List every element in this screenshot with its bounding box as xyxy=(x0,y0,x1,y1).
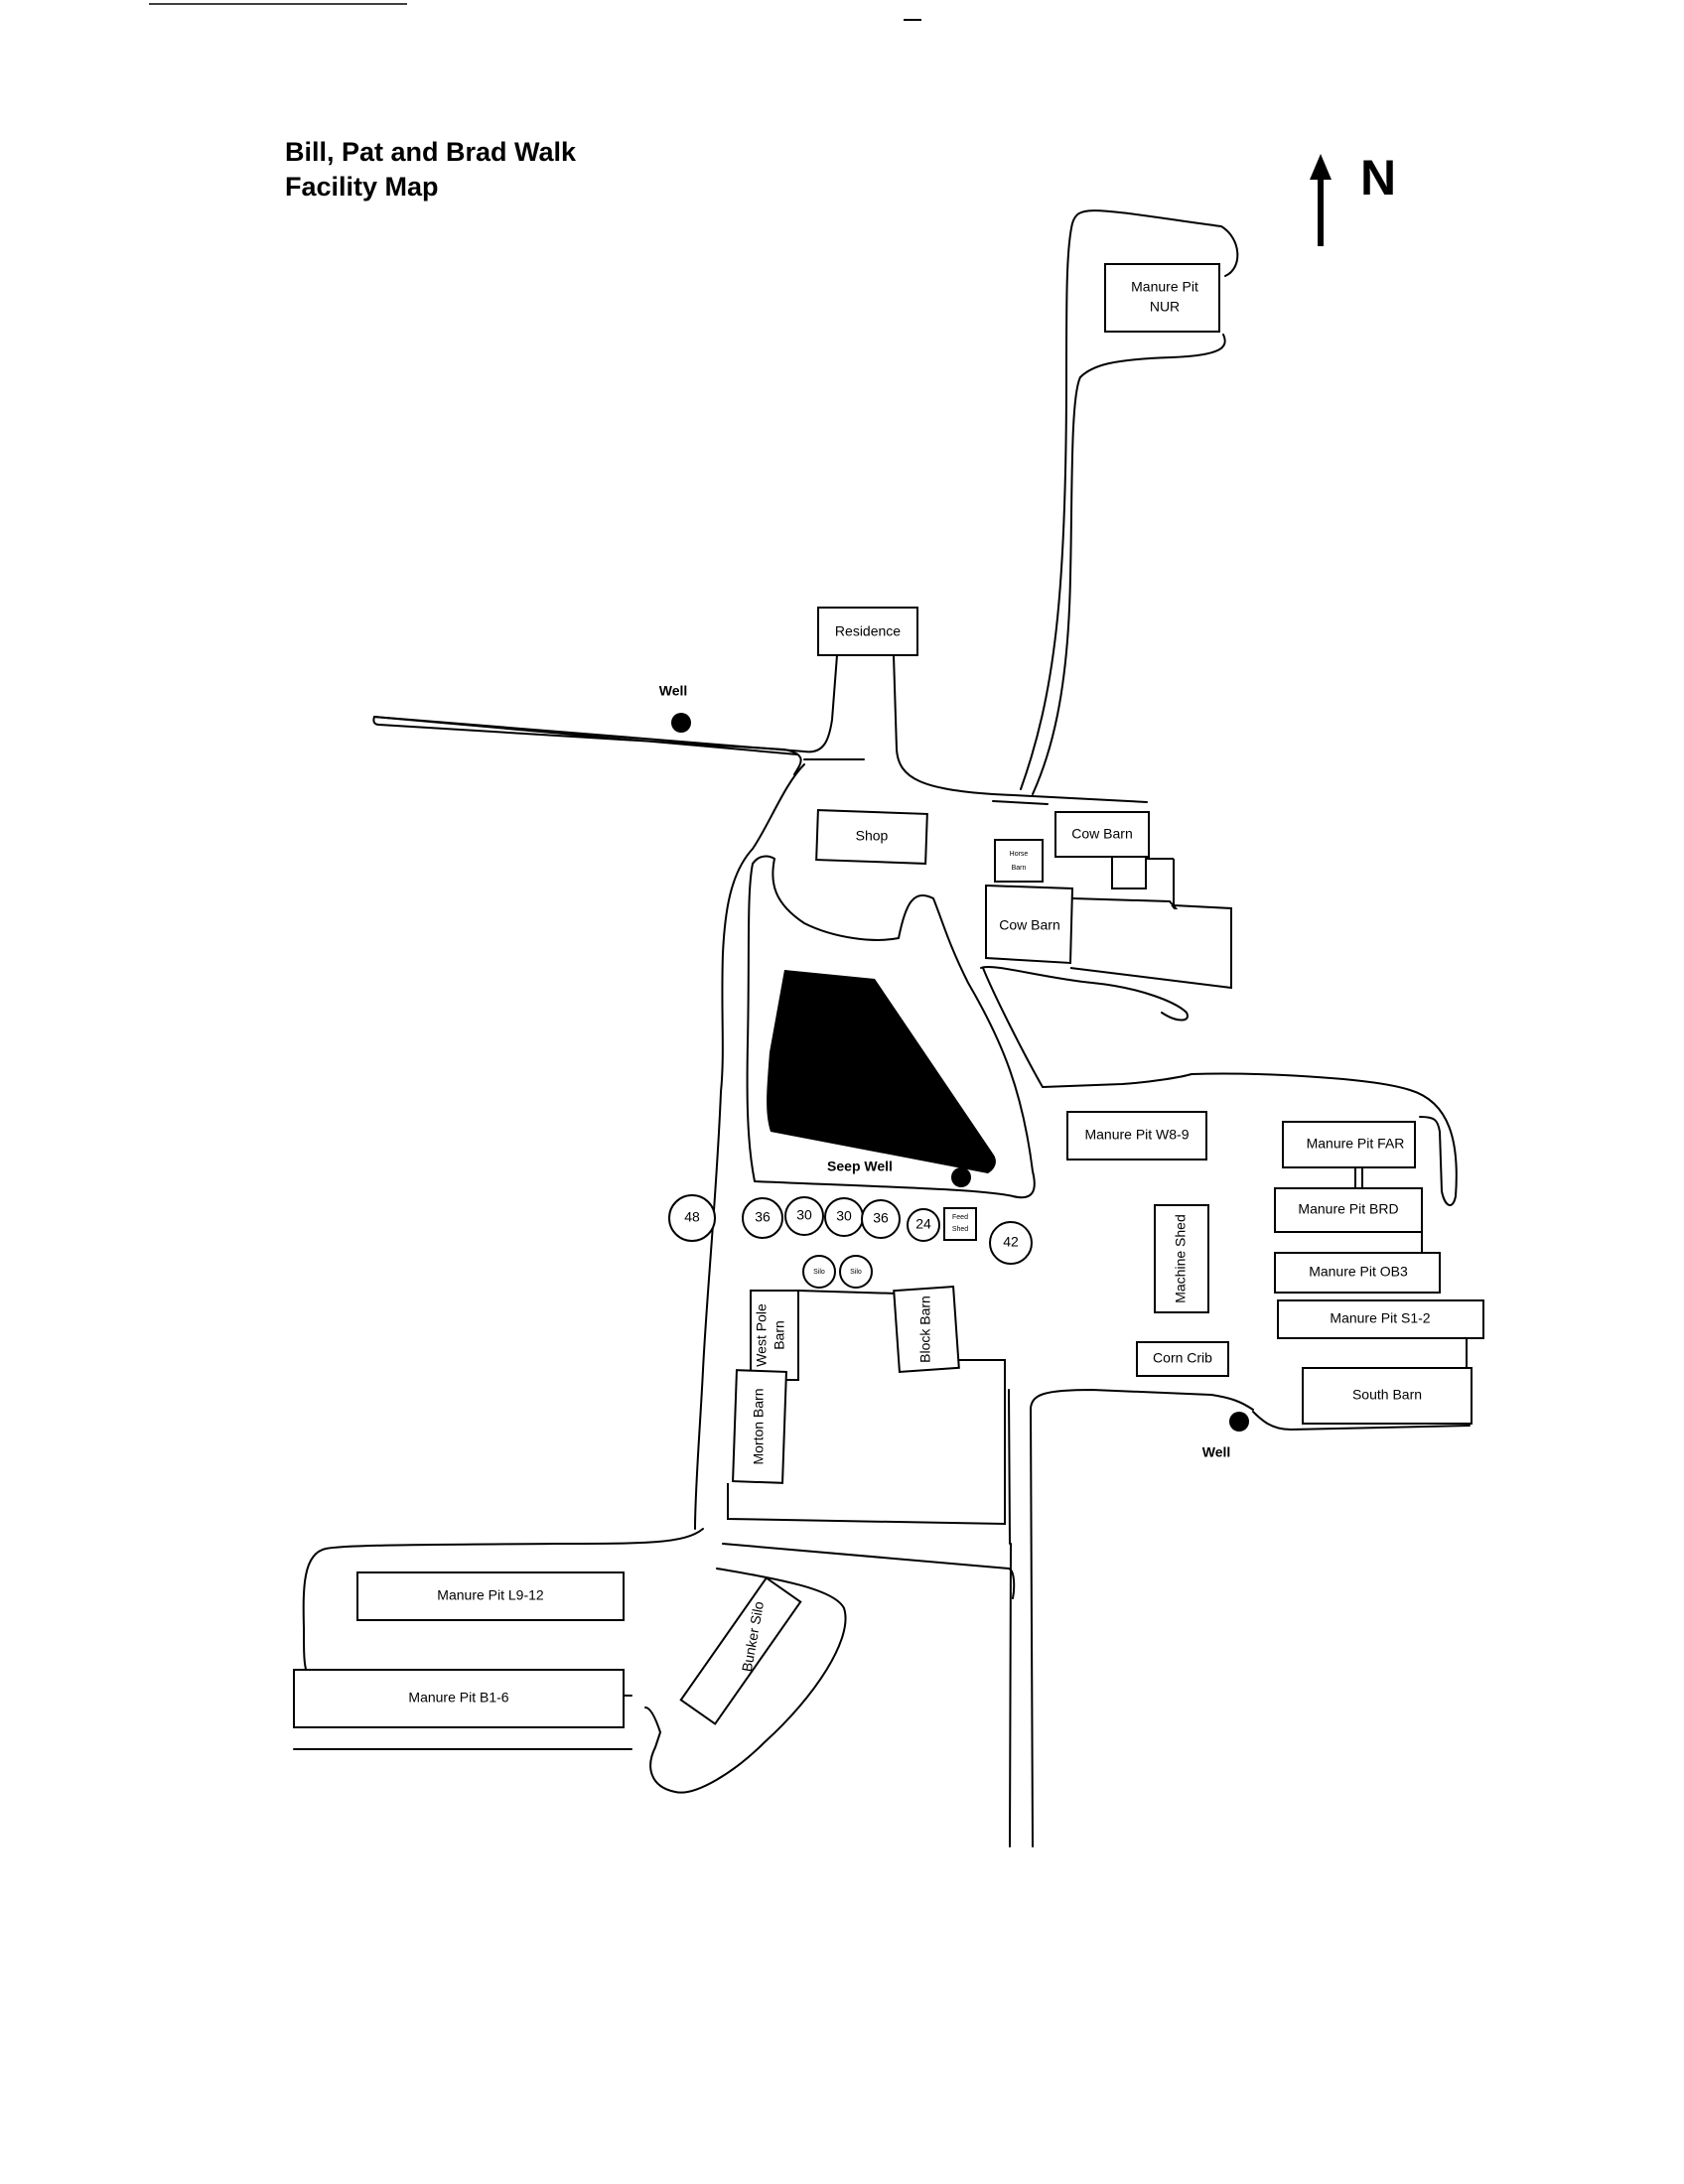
horse-barn: Horse Barn xyxy=(994,839,1044,883)
well-west-icon xyxy=(671,713,691,733)
svg-text:Corn Crib: Corn Crib xyxy=(1153,1350,1212,1366)
silo-30a xyxy=(784,1196,824,1236)
road-west-edge xyxy=(373,654,838,753)
manure-pit-w8-9: Manure Pit W8-9 xyxy=(1066,1111,1207,1160)
svg-text:Shed: Shed xyxy=(952,1226,968,1233)
well-west-label: Well xyxy=(659,683,688,699)
svg-text:Silo: Silo xyxy=(850,1269,862,1276)
svg-text:Horse: Horse xyxy=(1010,851,1029,858)
svg-text:Manure Pit W8-9: Manure Pit W8-9 xyxy=(1084,1127,1189,1143)
north-label: N xyxy=(1360,150,1397,205)
road-east-cowbarn xyxy=(992,795,1148,805)
road-west xyxy=(372,716,865,775)
manure-pit-l9-12: Manure Pit L9-12 xyxy=(356,1571,625,1621)
silo-42 xyxy=(989,1221,1033,1265)
manure-pit-s1-2: Manure Pit S1-2 xyxy=(1277,1299,1484,1339)
block-barn: Block Barn xyxy=(893,1285,960,1374)
buildings: Manure Pit NUR Residence Shop Horse Barn… xyxy=(293,263,1484,1728)
svg-text:24: 24 xyxy=(915,1216,931,1232)
silo-row: 48 36 30 30 36 24 42 Silo Silo xyxy=(668,1194,1033,1289)
silo-36b xyxy=(861,1199,901,1239)
title-line-1: Bill, Pat and Brad Walk xyxy=(285,137,577,167)
bunker-silo: Bunker Silo xyxy=(679,1576,802,1725)
well-south-label: Well xyxy=(1202,1444,1231,1460)
road-south-main-west xyxy=(1009,1389,1254,1847)
feed-shed: Feed Shed xyxy=(943,1207,977,1241)
machine-shed: Machine Shed xyxy=(1154,1204,1209,1313)
barn-connector xyxy=(797,1290,899,1296)
silo-24 xyxy=(907,1208,940,1242)
road-south-main-east xyxy=(1252,1411,1471,1431)
svg-text:Residence: Residence xyxy=(835,623,901,639)
shop: Shop xyxy=(815,809,928,865)
svg-text:South Barn: South Barn xyxy=(1352,1387,1422,1403)
svg-text:Silo: Silo xyxy=(813,1269,825,1276)
manure-pit-b1-6: Manure Pit B1-6 xyxy=(293,1669,625,1728)
svg-text:Cow Barn: Cow Barn xyxy=(999,917,1059,933)
silo-36a xyxy=(742,1197,783,1239)
svg-text:Machine Shed: Machine Shed xyxy=(1173,1214,1189,1303)
road-east-loop xyxy=(982,967,1458,1206)
silo-small-2 xyxy=(839,1255,873,1289)
svg-text:Cow Barn: Cow Barn xyxy=(1071,826,1132,842)
map-title: Bill, Pat and Brad Walk Facility Map xyxy=(285,135,576,205)
roads xyxy=(293,209,1471,1847)
barn-yard xyxy=(727,1359,1006,1526)
svg-text:Manure Pit L9-12: Manure Pit L9-12 xyxy=(437,1587,544,1603)
manure-pit-brd: Manure Pit BRD xyxy=(1274,1167,1423,1233)
road-loop-outer xyxy=(694,763,805,1530)
svg-text:Barn: Barn xyxy=(1012,865,1027,872)
svg-text:Manure Pit BRD: Manure Pit BRD xyxy=(1298,1201,1398,1217)
west-pole-barn: West Pole Barn xyxy=(750,1290,799,1381)
title-line-2: Facility Map xyxy=(285,172,439,202)
svg-text:West Pole: West Pole xyxy=(754,1303,770,1367)
svg-text:Block Barn: Block Barn xyxy=(917,1296,933,1363)
svg-text:36: 36 xyxy=(755,1209,771,1225)
cow-barn-north: Cow Barn xyxy=(1054,811,1150,889)
road-southwest-connector xyxy=(722,1543,1016,1599)
svg-text:Manure Pit B1-6: Manure Pit B1-6 xyxy=(408,1690,508,1706)
svg-text:Feed: Feed xyxy=(952,1214,968,1221)
morton-barn: Morton Barn xyxy=(732,1369,787,1484)
svg-text:Morton Barn: Morton Barn xyxy=(751,1388,767,1464)
svg-text:Manure Pit: Manure Pit xyxy=(1131,279,1198,295)
south-barn: South Barn xyxy=(1302,1338,1473,1425)
road-southwest-loop xyxy=(302,1528,704,1681)
road-cowbarn-curve xyxy=(980,966,1189,1022)
seep-well-label: Seep Well xyxy=(827,1159,893,1174)
north-arrow-icon xyxy=(1310,154,1332,246)
road-south-main-west-2 xyxy=(1008,1389,1011,1545)
svg-text:36: 36 xyxy=(873,1210,889,1226)
manure-pit-far: Manure Pit FAR xyxy=(1282,1121,1416,1168)
manure-pit-nur: Manure Pit NUR xyxy=(1104,263,1220,333)
svg-text:48: 48 xyxy=(684,1209,700,1225)
svg-text:30: 30 xyxy=(836,1208,852,1224)
silo-small-1 xyxy=(802,1255,836,1289)
svg-text:Manure Pit FAR: Manure Pit FAR xyxy=(1307,1136,1405,1152)
corn-crib: Corn Crib xyxy=(1136,1341,1229,1377)
well-south-icon xyxy=(1229,1412,1249,1432)
svg-text:Shop: Shop xyxy=(856,828,889,844)
svg-text:Manure Pit S1-2: Manure Pit S1-2 xyxy=(1330,1310,1430,1326)
svg-text:NUR: NUR xyxy=(1150,299,1180,315)
road-residence-drive xyxy=(893,654,1034,797)
road-loop-inner xyxy=(746,855,1036,1199)
silo-48 xyxy=(668,1194,716,1242)
lagoon xyxy=(767,970,996,1173)
road-north-lane xyxy=(1020,209,1239,795)
residence: Residence xyxy=(817,607,918,656)
svg-text:42: 42 xyxy=(1003,1234,1019,1250)
manure-pit-ob3: Manure Pit OB3 xyxy=(1274,1232,1441,1294)
svg-text:Barn: Barn xyxy=(772,1320,787,1350)
road-bunker-loop xyxy=(644,1568,847,1794)
svg-text:Manure Pit OB3: Manure Pit OB3 xyxy=(1309,1264,1408,1280)
seep-well-icon xyxy=(951,1167,971,1187)
svg-text:30: 30 xyxy=(796,1207,812,1223)
cow-barn-south: Cow Barn xyxy=(985,858,1232,990)
